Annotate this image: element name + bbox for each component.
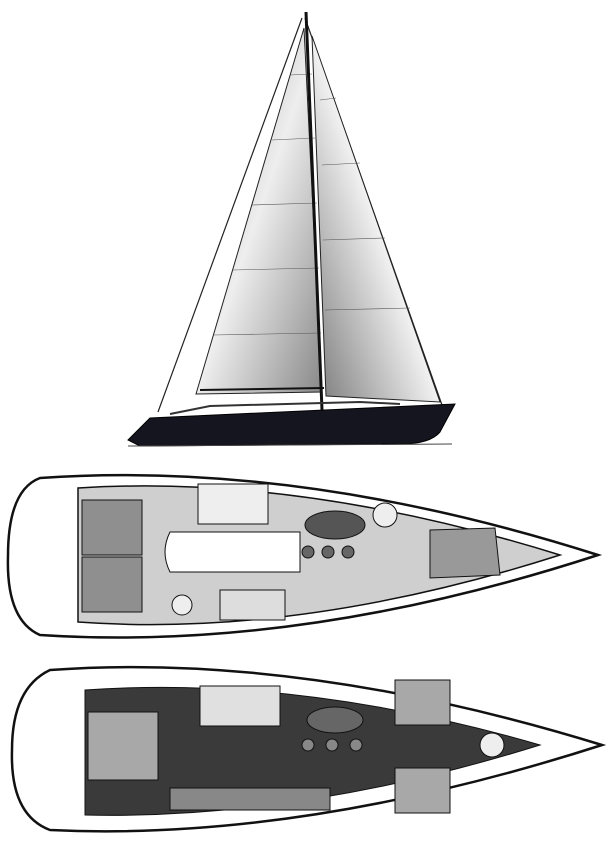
- head-aft: [171, 594, 193, 616]
- cabin-top: [169, 400, 401, 415]
- aft-cabin-2: [81, 556, 143, 613]
- sail-plan: [127, 11, 456, 447]
- settee-2: [169, 787, 331, 811]
- companionway: [164, 531, 301, 573]
- nav-station: [219, 589, 286, 621]
- sail-seams: [213, 73, 411, 336]
- saloon-table: [304, 510, 366, 540]
- hull: [127, 403, 456, 447]
- stools: [301, 545, 355, 559]
- mainsail: [195, 27, 323, 395]
- interior-layout: [10, 665, 607, 833]
- fwd-cabin-1: [394, 679, 451, 726]
- galley-2: [199, 685, 281, 727]
- aft-berth-1: [87, 711, 159, 781]
- deck-layout: [6, 473, 603, 639]
- forward-cabin: [429, 527, 501, 579]
- boom: [199, 387, 325, 391]
- waterline: [127, 443, 453, 447]
- stools-2: [301, 738, 363, 752]
- headsail: [311, 35, 441, 403]
- backstay: [157, 17, 303, 413]
- saloon-table-2: [306, 706, 364, 734]
- fwd-cabin-2: [394, 767, 451, 814]
- aft-cabin-1: [81, 499, 143, 556]
- galley: [197, 483, 269, 525]
- forepeak-head: [479, 732, 505, 758]
- mast: [304, 11, 324, 411]
- head-fwd: [372, 502, 398, 528]
